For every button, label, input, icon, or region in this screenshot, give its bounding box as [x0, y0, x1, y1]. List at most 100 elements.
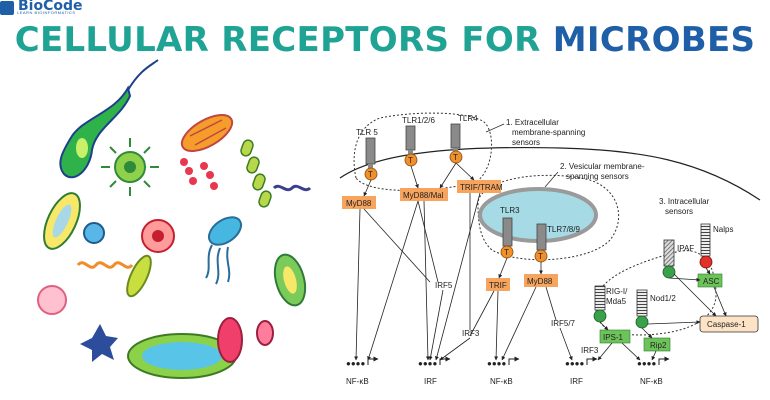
- annotation-extracellular: 1. Extracellular membrane-spanning senso…: [485, 118, 585, 147]
- tlr5-label: TLR 5: [356, 128, 378, 137]
- output-label-3: NF-κB: [490, 377, 513, 386]
- gene-output-3: ●●●● NF-κB: [487, 356, 520, 386]
- irf57-label: IRF5/7: [551, 319, 576, 328]
- output-label-4: IRF: [570, 377, 583, 386]
- trif-adaptor: TRIF: [486, 278, 510, 291]
- ipaf-label: IPAF: [677, 244, 694, 253]
- tlr126-tir-label: T: [408, 156, 413, 165]
- nalps-receptor: Nalps: [699, 223, 733, 269]
- rigi-mda5-receptor: RIG-I/ Mda5: [593, 285, 628, 323]
- annotation-vesicular-line1: 2. Vesicular membrane-: [560, 162, 645, 171]
- gene-output-5: ●●●● NF-κB: [637, 356, 670, 386]
- purple-spirochete-microbe: [272, 184, 312, 192]
- microbe-collage: [37, 59, 312, 379]
- annotation-extracellular-line1: 1. Extracellular: [506, 118, 559, 127]
- rigi-label-line1: RIG-I/: [606, 287, 628, 296]
- nod12-receptor: Nod1/2: [635, 289, 676, 329]
- output-label-2: IRF: [424, 377, 437, 386]
- yellow-green-rod-microbe: [126, 254, 152, 298]
- tlr4-receptor: T TLR4: [449, 114, 478, 164]
- nalps-label: Nalps: [713, 225, 733, 234]
- irf5-label: IRF5: [435, 281, 453, 290]
- tlr789-label: TLR7/8/9: [547, 225, 580, 234]
- blue-amoeba-microbe: [80, 324, 118, 362]
- asc-adaptor: ASC: [697, 273, 723, 288]
- output-label-5: NF-κB: [640, 377, 663, 386]
- title-part-1: CELLULAR RECEPTORS FOR: [14, 20, 553, 60]
- title-part-2: MICROBES: [552, 20, 756, 60]
- annotation-extracellular-line2: membrane-spanning: [512, 128, 585, 137]
- red-cocci-chain-microbe: [180, 158, 218, 190]
- rigi-label-line2: Mda5: [606, 297, 627, 306]
- caspase1-label: Caspase-1: [707, 320, 746, 329]
- vesicular-sensors-outline: [477, 174, 620, 261]
- nod12-label: Nod1/2: [650, 294, 676, 303]
- rip2-label: Rip2: [650, 341, 667, 350]
- pink-bean-microbe: [217, 317, 274, 363]
- pathway-diagram: 1. Extracellular membrane-spanning senso…: [339, 112, 761, 386]
- annotation-vesicular-line2: spanning sensors: [566, 172, 629, 181]
- signaling-arrows: [354, 162, 727, 361]
- annotation-vesicular: 2. Vesicular membrane- spanning sensors: [544, 162, 645, 188]
- biocode-logo[interactable]: BioCode: [0, 0, 83, 16]
- irf3-label-b: IRF3: [581, 346, 599, 355]
- caspase1-box: Caspase-1: [699, 315, 759, 333]
- myd88-label-b: MyD88: [527, 277, 553, 286]
- rip2-adaptor: Rip2: [643, 337, 671, 352]
- green-spirillum-microbe: [59, 59, 159, 179]
- gene-output-2: ●●●● IRF: [418, 356, 451, 386]
- myd88mal-adaptor: MyD88/Mal: [400, 188, 448, 201]
- svg-text:●●●●: ●●●●: [487, 359, 506, 368]
- svg-text:●●●●: ●●●●: [637, 359, 656, 368]
- page-title: CELLULAR RECEPTORS FOR MICROBES: [0, 20, 770, 60]
- tlr5-receptor: T TLR 5: [356, 128, 378, 181]
- tlr126-receptor: T TLR1/2/6: [402, 116, 435, 167]
- orange-striped-microbe: [180, 114, 234, 152]
- tlr5-tir-label: T: [368, 170, 373, 179]
- ipaf-receptor: IPAF: [662, 239, 694, 279]
- tlr3-label: TLR3: [500, 206, 520, 215]
- pink-cocci-microbe: [37, 285, 67, 315]
- myd88mal-label: MyD88/Mal: [403, 191, 444, 200]
- asc-label: ASC: [703, 277, 720, 286]
- svg-text:●●●●: ●●●●: [565, 359, 584, 368]
- tlr789-receptor: T TLR7/8/9: [534, 223, 580, 263]
- ips1-label: IPS-1: [603, 333, 624, 342]
- green-virus-microbe: [101, 138, 159, 196]
- orange-spirochete-microbe: [76, 261, 134, 269]
- tlr3-tir-label: T: [504, 248, 509, 257]
- trif-label: TRIF: [489, 281, 507, 290]
- red-spiky-microbe: [141, 219, 175, 253]
- triftram-label: TRIF/TRAM: [460, 183, 503, 192]
- annotation-intracellular-line1: 3. Intracellular: [659, 197, 710, 206]
- gene-output-1: ●●●● NF-κB: [346, 356, 379, 386]
- yellow-bacillus-microbe: [43, 192, 81, 250]
- green-rod-chain-microbe: [240, 139, 272, 208]
- ips1-adaptor: IPS-1: [599, 329, 631, 344]
- annotation-extracellular-line3: sensors: [512, 138, 540, 147]
- output-label-1: NF-κB: [346, 377, 369, 386]
- tlr4-label: TLR4: [458, 114, 478, 123]
- svg-text:●●●●: ●●●●: [346, 359, 365, 368]
- green-capsule-microbe: [127, 333, 237, 379]
- intracellular-sensors-outline: [595, 250, 717, 336]
- triftram-adaptor: TRIF/TRAM: [457, 180, 503, 193]
- logo-text: BioCode: [18, 0, 83, 14]
- myd88-label-a: MyD88: [346, 199, 372, 208]
- tlr4-tir-label: T: [453, 153, 458, 162]
- myd88-adaptor-b: MyD88: [524, 274, 558, 287]
- logo-icon: [0, 1, 14, 15]
- myd88-adaptor-a: MyD88: [342, 196, 376, 209]
- logo-tagline: LEARN BIOINFORMATICS: [17, 10, 76, 15]
- blue-virus-microbe: [83, 222, 105, 244]
- annotation-intracellular-line2: sensors: [665, 207, 693, 216]
- green-oval-microbe: [273, 253, 307, 307]
- annotation-intracellular: 3. Intracellular sensors: [659, 197, 710, 216]
- tlr126-label: TLR1/2/6: [402, 116, 435, 125]
- tlr789-tir-label: T: [538, 252, 543, 261]
- gene-output-4: ●●●● IRF: [565, 356, 598, 386]
- blue-flagellate-microbe: [205, 216, 243, 285]
- cell-membrane: [339, 146, 761, 201]
- svg-text:●●●●: ●●●●: [418, 359, 437, 368]
